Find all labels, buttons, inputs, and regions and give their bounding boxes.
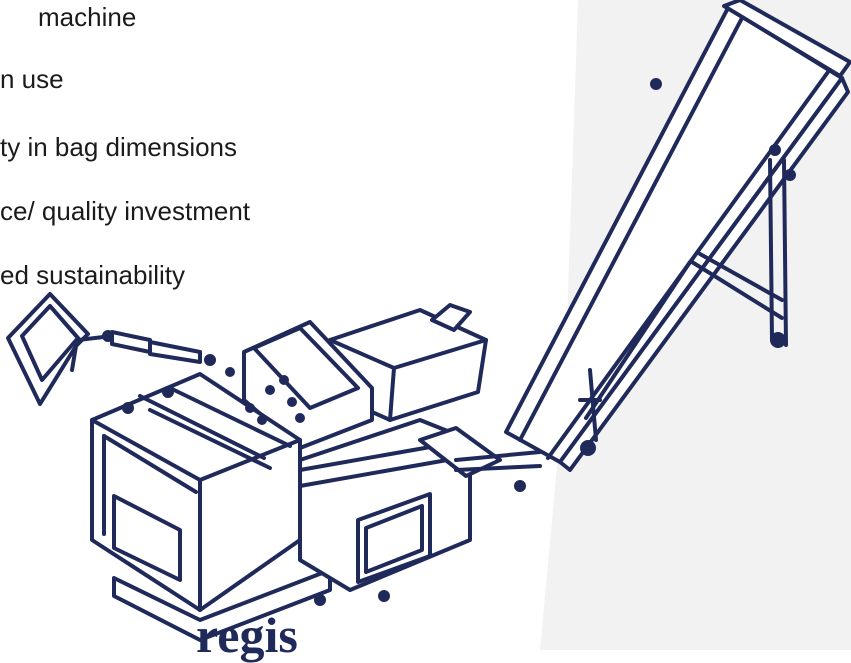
bullet-item: ce/ quality investment [0,196,251,226]
bullet-item: n use [0,64,64,94]
bullet-item: machine [38,2,137,32]
company-logo: regis [196,607,298,663]
conveyor-icon [504,0,851,472]
support-stand-icon [578,158,788,456]
bullet-item: ed sustainability [0,260,185,290]
machine-frame-icon [90,320,542,642]
bullet-item: ty in bag dimensions [0,132,238,162]
bullet-list: machine n use ty in bag dimensions ce/ q… [0,0,420,300]
control-monitor-icon [6,292,202,406]
